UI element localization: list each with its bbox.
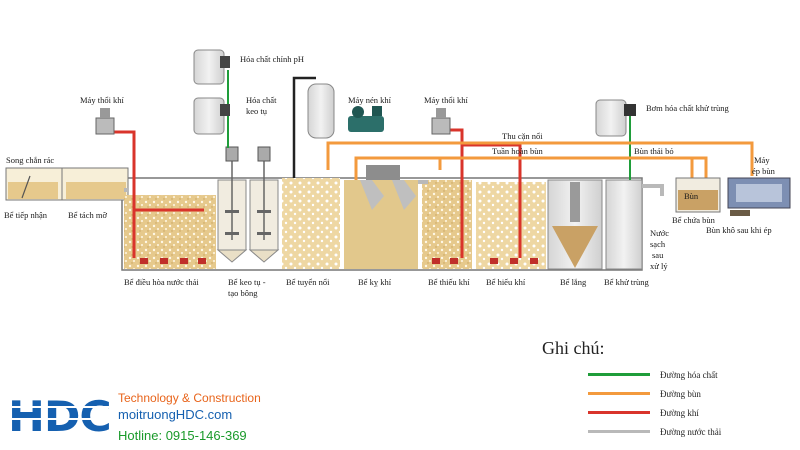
- label-thu-can-noi: Thu cặn nổi: [502, 131, 543, 141]
- chemical-tank-ph: [193, 49, 230, 85]
- brand-tagline: Technology & Construction: [118, 391, 261, 405]
- disinfectant-tank: [595, 99, 636, 137]
- tank-anoxic: [422, 180, 472, 269]
- legend-swatch: [588, 392, 650, 395]
- label-be-chua-bun: Bể chứa bùn: [672, 215, 716, 225]
- legend-item: Đường hóa chất: [536, 365, 776, 384]
- label-be-hieu-khi: Bể hiếu khí: [486, 277, 526, 287]
- legend-item: Đường bùn: [536, 384, 776, 403]
- sludge-holding-tank: [675, 177, 721, 213]
- legend-label: Đường khí: [660, 407, 699, 418]
- legend-swatch: [588, 430, 650, 433]
- blower-1: [95, 108, 115, 135]
- logo-stripe: [6, 406, 112, 408]
- label-nuoc-sach-4: xử lý: [650, 261, 668, 271]
- tank-aerobic: [476, 182, 546, 269]
- label-hoa-chat-ph: Hóa chất chỉnh pH: [240, 54, 304, 64]
- brand-website[interactable]: moitruongHDC.com: [118, 407, 233, 422]
- legend-swatch: [588, 411, 650, 414]
- label-bom-hoa-chat: Bơm hóa chất khử trùng: [646, 103, 730, 113]
- label-nuoc-sach-1: Nước: [650, 228, 669, 238]
- label-nuoc-sach-2: sạch: [650, 239, 666, 249]
- tank-equalization: [124, 195, 216, 269]
- label-may-ep-bun-1: Máy: [754, 155, 770, 165]
- label-be-tach-mo: Bể tách mỡ: [68, 210, 107, 220]
- legend-title: Ghi chú:: [542, 338, 605, 358]
- label-be-dieu-hoa: Bể điều hòa nước thải: [124, 277, 199, 287]
- label-be-lang: Bể lắng: [560, 277, 587, 287]
- label-may-thoi-khi-2: Máy thổi khí: [424, 95, 469, 105]
- tank-coagulation: [216, 146, 280, 263]
- label-bun-kho: Bùn khô sau khi ép: [706, 225, 772, 235]
- air-lines: [112, 128, 522, 258]
- label-may-ep-bun-2: ép bùn: [752, 166, 776, 176]
- label-bun-thai-bo: Bùn thải bỏ: [634, 146, 674, 156]
- tank-disinfection: [605, 179, 643, 270]
- label-be-keo-tu-2: tạo bông: [228, 288, 258, 298]
- tank-flotation: [282, 178, 340, 269]
- chemical-lines: [227, 70, 631, 180]
- legend-label: Đường nước thải: [660, 426, 722, 437]
- label-bun-tag: Bùn: [684, 191, 699, 201]
- label-hoa-chat-keo-tu-2: keo tụ: [246, 106, 268, 116]
- air-diffusers: [140, 258, 538, 264]
- legend-label: Đường hóa chất: [660, 369, 718, 380]
- label-be-tuyen-noi: Bể tuyển nổi: [286, 277, 330, 287]
- legend-swatch: [588, 373, 650, 376]
- logo-stripe: [6, 418, 112, 420]
- label-may-thoi-khi-1: Máy thổi khí: [80, 95, 125, 105]
- label-be-keo-tu-1: Bể keo tụ -: [228, 277, 266, 287]
- label-may-nen-khi: Máy nén khí: [348, 95, 392, 105]
- compressor-pipe: [292, 76, 316, 178]
- brand-logo: HDC Technology & Construction moitruongH…: [6, 391, 298, 448]
- legend-label: Đường bùn: [660, 388, 701, 399]
- label-nuoc-sach-3: sau: [652, 250, 664, 260]
- legend-item: Đường khí: [536, 403, 776, 422]
- label-tuan-hoan-bun: Tuần hoàn bùn: [492, 146, 543, 156]
- label-be-thieu-khi: Bể thiếu khí: [428, 277, 470, 287]
- label-song-chan-rac: Song chắn rác: [6, 155, 54, 165]
- legend-item: Đường nước thải: [536, 422, 776, 441]
- label-be-tiep-nhan: Bể tiếp nhận: [4, 210, 48, 220]
- brand-name: HDC: [8, 392, 112, 441]
- blower-2: [431, 108, 451, 135]
- flotation-vessel: [307, 83, 335, 139]
- label-hoa-chat-keo-tu-1: Hóa chất: [246, 95, 277, 105]
- filter-press: [727, 177, 791, 216]
- brand-hotline: Hotline: 0915-146-369: [118, 428, 247, 443]
- tank-settling: [547, 179, 603, 270]
- water-lines: [124, 180, 664, 196]
- chemical-tank-coagulant: [193, 97, 230, 135]
- tank-anaerobic: [344, 165, 418, 269]
- label-be-ky-khi: Bể kỵ khí: [358, 277, 392, 287]
- sludge-lines: [326, 141, 754, 180]
- screen-channel: [5, 167, 129, 201]
- air-compressor: [348, 106, 384, 132]
- label-be-khu-trung: Bể khử trùng: [604, 277, 649, 287]
